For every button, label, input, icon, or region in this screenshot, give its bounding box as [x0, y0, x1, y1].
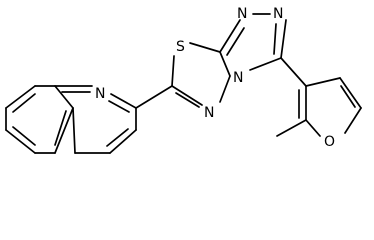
atom-label-bridge-nitrogen: N — [233, 70, 243, 86]
atom-label-triazole-nitrogen-left: N — [237, 6, 247, 22]
link-bond-triazole-furan — [280, 57, 307, 87]
atom-label-furan-oxygen: O — [324, 134, 335, 150]
quinoline-benzo-ring — [5, 85, 74, 154]
structure-svg: S N N N N N O — [5, 6, 362, 154]
quinoline-pyridine-ring — [54, 85, 137, 154]
atom-label-thiadiazole-nitrogen: N — [204, 105, 214, 121]
triazole-ring — [219, 13, 287, 71]
molecule-drawing: S N N N N N O — [5, 6, 362, 154]
atom-label-sulfur: S — [176, 39, 185, 55]
thiadiazole-ring — [171, 42, 231, 108]
furan-ring — [298, 77, 362, 137]
methyl-bond — [276, 119, 307, 137]
atom-label-quinoline-nitrogen: N — [95, 86, 105, 102]
link-bond-quinoline-thiadiazole — [135, 85, 173, 109]
atom-label-triazole-nitrogen-right: N — [273, 6, 283, 22]
